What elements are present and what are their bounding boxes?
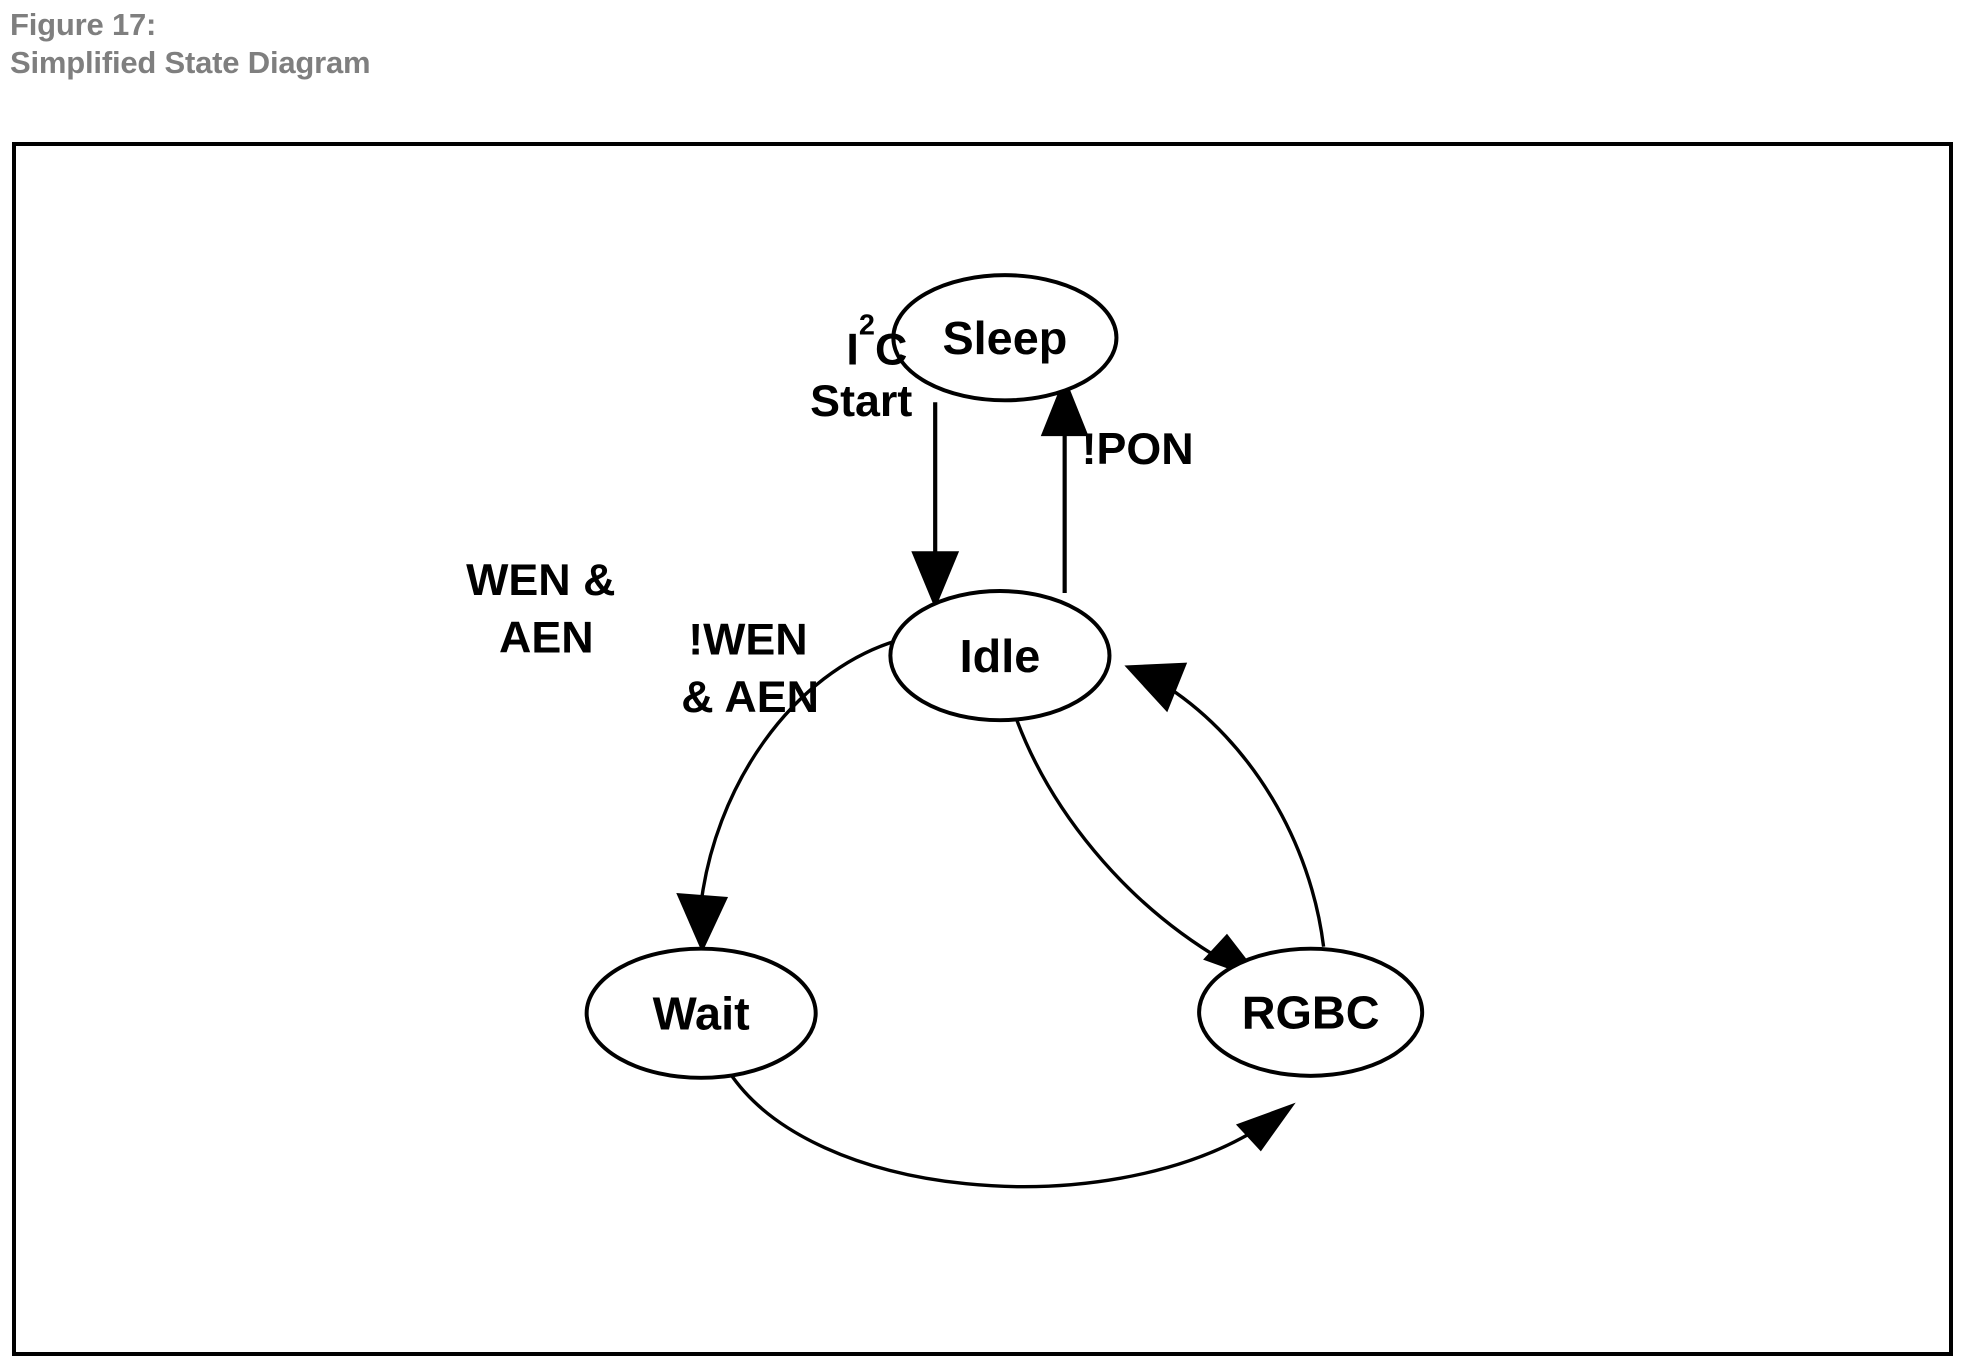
state-node-idle-ellipse[interactable]: [888, 589, 1112, 723]
state-node-idle-label: Idle: [960, 630, 1041, 682]
edge-label-i2c-start-line-2: Start: [810, 376, 912, 426]
edge-rgbc-to-idle: [1124, 662, 1326, 947]
state-node-rgbc-label: RGBC: [1242, 987, 1380, 1039]
edge-label-i2c-start-line-1: I2C: [846, 310, 907, 375]
edge-label-notwen-aen: !WEN & AEN: [681, 615, 819, 723]
edge-label-notwen-aen-line-2: & AEN: [681, 672, 819, 722]
state-node-sleep-ellipse[interactable]: [891, 273, 1119, 403]
state-diagram: Sleep Idle Wait RGBC I2C Start !PON WEN …: [466, 273, 1425, 1189]
i2c-letter-c: C: [875, 325, 907, 375]
state-node-sleep-label: Sleep: [942, 312, 1067, 364]
edge-label-pon-text: !PON: [1082, 424, 1194, 474]
state-node-idle[interactable]: Idle: [888, 589, 1112, 723]
state-node-wait-ellipse[interactable]: [584, 946, 818, 1080]
edge-idle-to-wait-arrowhead: [676, 893, 729, 953]
i2c-letter-i: I: [846, 325, 858, 375]
state-node-rgbc-ellipse[interactable]: [1197, 946, 1425, 1078]
figure-caption-line-1: Figure 17:: [10, 7, 157, 42]
edge-idle-to-wait: [676, 639, 897, 953]
edge-wait-to-rgbc-path: [727, 1070, 1258, 1189]
edge-rgbc-to-idle-arrowhead: [1124, 662, 1188, 713]
edge-idle-to-rgbc: [1015, 719, 1264, 982]
edge-rgbc-to-idle-path: [1167, 686, 1326, 947]
edge-label-wen-aen: WEN & AEN: [466, 555, 615, 663]
figure-caption: Figure 17: Simplified State Diagram: [10, 6, 910, 82]
edge-wait-to-rgbc-arrowhead: [1235, 1102, 1296, 1152]
edge-sleep-to-idle-arrowhead: [911, 551, 960, 609]
edge-idle-to-wait-path: [698, 639, 897, 912]
i2c-superscript-2: 2: [859, 310, 875, 342]
edge-label-i2c-start: I2C Start: [810, 310, 912, 427]
edge-idle-to-sleep-arrowhead: [1040, 376, 1089, 437]
diagram-frame: Sleep Idle Wait RGBC I2C Start !PON WEN …: [12, 142, 1953, 1356]
state-node-sleep[interactable]: Sleep: [891, 273, 1119, 403]
state-node-wait[interactable]: Wait: [584, 946, 818, 1080]
edge-label-pon: !PON: [1082, 424, 1194, 474]
edge-sleep-to-idle: [911, 402, 960, 609]
edge-idle-to-sleep: [1040, 376, 1089, 594]
edge-idle-to-rgbc-path: [1015, 719, 1224, 963]
state-node-rgbc[interactable]: RGBC: [1197, 946, 1425, 1078]
edge-label-notwen-aen-line-1: !WEN: [688, 615, 807, 665]
edge-wait-to-rgbc: [727, 1070, 1296, 1189]
state-node-wait-label: Wait: [653, 988, 750, 1040]
edge-label-wen-aen-line-1: WEN &: [466, 555, 615, 605]
figure-caption-line-2: Simplified State Diagram: [10, 44, 371, 80]
edge-label-wen-aen-line-2: AEN: [499, 613, 594, 663]
